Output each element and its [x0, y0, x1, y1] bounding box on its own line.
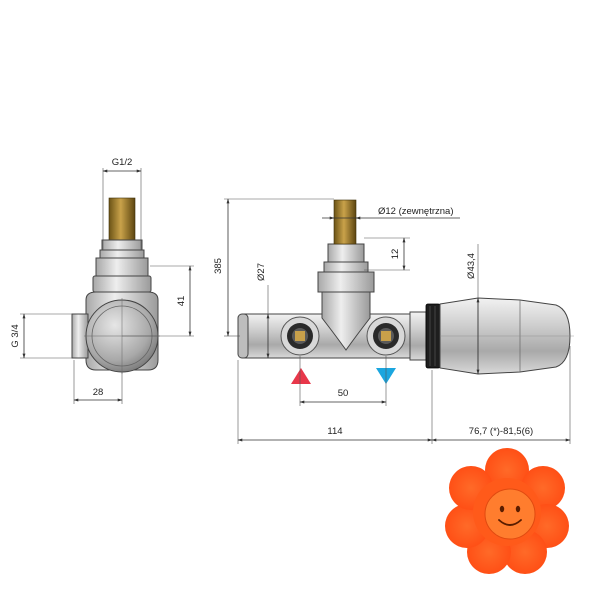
side-view: G1/2 41 G 3/4 28 — [10, 157, 194, 404]
thread-ring — [425, 303, 441, 369]
brass-stem-side — [108, 197, 136, 241]
dim-50-label: 50 — [338, 388, 349, 399]
dim-767-label: 76,7 (*)-81,5(6) — [469, 426, 533, 437]
supply-arrow-icon — [291, 368, 311, 384]
dim-12v-label: 12 — [390, 249, 401, 260]
dim-d27-label: Ø27 — [256, 263, 267, 281]
dim-d434-label: Ø43,4 — [466, 253, 477, 279]
stem-collar-side — [101, 239, 143, 251]
front-view: 385 Ø27 Ø12 (zewnętrzna) 12 Ø43,4 50 114 — [213, 198, 574, 444]
dim-g12-label: G1/2 — [112, 157, 133, 168]
dim-114-label: 114 — [327, 426, 342, 437]
dim-385-label: 385 — [213, 258, 224, 274]
dim-41-label: 41 — [176, 296, 187, 307]
smiling-flower-logo — [445, 448, 569, 574]
dim-d12-label: Ø12 (zewnętrzna) — [378, 206, 454, 217]
union-nut-front — [317, 271, 375, 293]
union-nut-side — [95, 257, 149, 277]
dim-g34-label: G 3/4 — [10, 324, 21, 347]
riser-body — [321, 291, 371, 351]
smiley-face-icon — [484, 488, 536, 540]
dim-28-label: 28 — [93, 387, 104, 398]
brass-stem-front — [333, 199, 357, 245]
